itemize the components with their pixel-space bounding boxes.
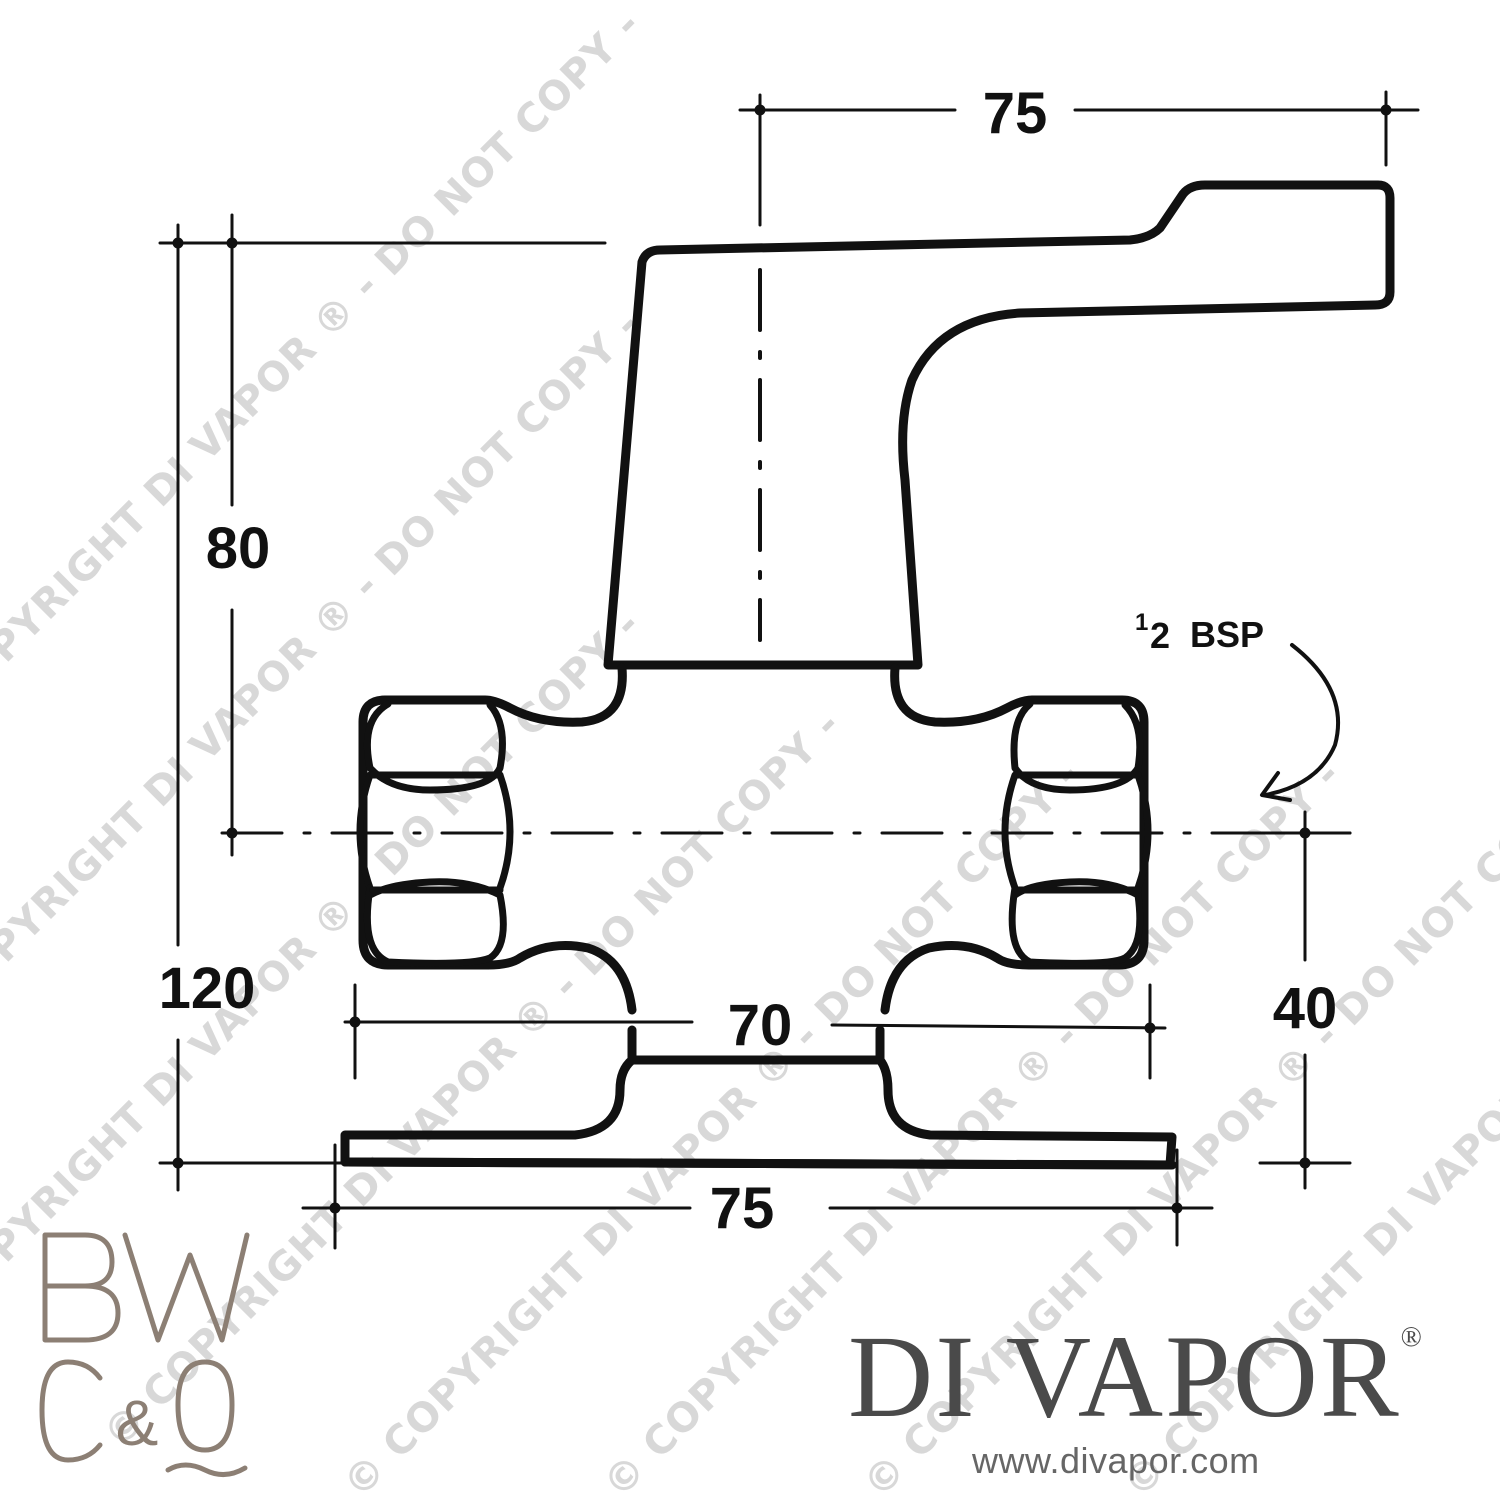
dim-label-overall-height: 120 xyxy=(159,956,256,1021)
dim-nut-span xyxy=(343,983,1167,1080)
dim-label-nut-span: 70 xyxy=(728,993,793,1058)
bw-logo-ampersand: & xyxy=(116,1387,159,1459)
thread-fraction-num: 1 xyxy=(1135,609,1148,636)
divapor-logo-text: DI VAPOR xyxy=(848,1311,1401,1442)
bw-logo-letter-o xyxy=(175,1359,235,1453)
right-hex-nut xyxy=(1001,700,1152,967)
bsp-leader-arrow xyxy=(1260,643,1340,802)
bw-logo-wave xyxy=(165,1462,248,1477)
divapor-logo: DI VAPOR® xyxy=(848,1318,1488,1438)
dim-top-width xyxy=(738,90,1420,227)
bw-co-logo xyxy=(39,1232,250,1477)
bw-logo-letter-b xyxy=(42,1232,121,1343)
bw-logo-letter-w xyxy=(122,1232,250,1343)
dim-label-top-width: 75 xyxy=(983,81,1048,146)
dim-label-height-to-axis: 80 xyxy=(206,516,271,581)
thread-fraction-den: 2 xyxy=(1150,615,1170,656)
divapor-url[interactable]: www.divapor.com xyxy=(972,1440,1260,1481)
divapor-reg-mark: ® xyxy=(1400,1322,1424,1353)
dim-label-base-width: 75 xyxy=(710,1176,775,1241)
thread-spec-text: BSP xyxy=(1190,614,1264,655)
dim-left-heights xyxy=(158,213,607,1192)
thread-spec-label: 1 2 BSP xyxy=(1135,609,1264,656)
dim-base-width xyxy=(301,1143,1214,1250)
dim-axis-to-base xyxy=(1258,810,1352,1190)
bw-logo-letter-c xyxy=(39,1359,103,1463)
left-hex-nut xyxy=(356,700,514,967)
dim-label-axis-to-base: 40 xyxy=(1273,976,1338,1041)
base-plate-line xyxy=(340,1157,1177,1170)
lever-handle-outline xyxy=(603,180,1395,670)
